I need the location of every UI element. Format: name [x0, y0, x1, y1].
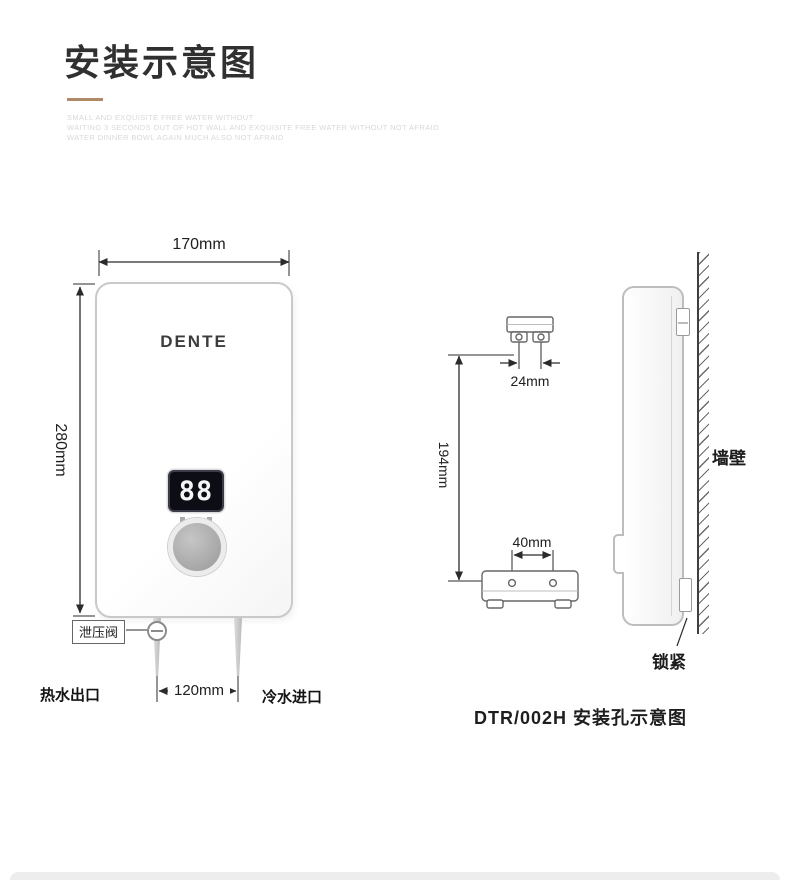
mount-hole — [507, 578, 517, 588]
mount-hole — [515, 333, 523, 341]
tagline-line: WATER DINNER BOWL AGAIN MUCH ALSO NOT AF… — [67, 133, 284, 142]
mount-hole — [537, 333, 545, 341]
hot-water-pipe — [153, 618, 161, 676]
side-panel-seam — [671, 296, 672, 616]
mount-hole — [548, 578, 558, 588]
tagline-line: SMALL AND EXQUISITE FREE WATER WITHOUT — [67, 113, 254, 122]
next-section-edge — [10, 872, 780, 880]
wall-hatching — [697, 252, 709, 634]
brand-logo: DENTE — [160, 332, 228, 351]
bottom-lock-hook — [679, 578, 692, 612]
indicator-mark — [207, 517, 212, 522]
relief-valve-label: 泄压阀 — [72, 620, 126, 644]
tagline-line: WAITING 3 SECONDS OUT OF HOT WALL AND EX… — [67, 123, 439, 132]
knob-profile — [613, 534, 624, 574]
hot-water-outlet-label: 热水出口 — [40, 687, 101, 704]
height-dimension-label: 280mm — [52, 423, 69, 477]
top-bracket-dimension-label: 24mm — [510, 373, 550, 389]
hole-distance-dimension-label: 194mm — [436, 441, 452, 489]
bottom-mounting-bracket — [481, 570, 579, 609]
top-mounting-bracket — [506, 316, 554, 343]
wall-label: 墙壁 — [712, 449, 746, 468]
pressure-relief-valve — [147, 621, 167, 641]
water-heater-side-view — [622, 286, 684, 626]
tagline-block: SMALL AND EXQUISITE FREE WATER WITHOUT W… — [67, 113, 439, 143]
cold-water-pipe — [234, 618, 242, 676]
indicator-mark — [180, 517, 185, 522]
bottom-bracket-dimension-label: 40mm — [502, 534, 562, 550]
temperature-display: 88 — [168, 470, 224, 512]
width-dimension-label: 170mm — [172, 236, 226, 253]
page-title: 安装示意图 — [64, 42, 260, 83]
title-underline — [67, 98, 103, 101]
cold-water-inlet-label: 冷水进口 — [262, 689, 323, 706]
lock-label: 锁紧 — [652, 653, 686, 672]
top-mount-clip — [676, 308, 690, 336]
pipe-spacing-dimension-label: 120mm — [168, 682, 230, 699]
control-knob — [168, 518, 226, 576]
side-view-caption: DTR/002H 安装孔示意图 — [474, 708, 688, 728]
